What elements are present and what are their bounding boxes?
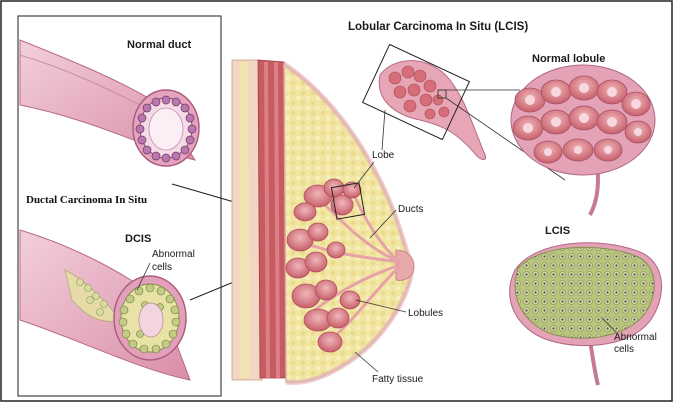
fatty-tissue-label: Fatty tissue [372, 374, 424, 385]
dcis-abnormal-cells-label-1: Abnormal [152, 249, 195, 260]
pectoral-muscle [258, 60, 286, 378]
lcis-label: LCIS [545, 225, 570, 237]
lobe-label: Lobe [372, 150, 395, 161]
lcis-abnormal-cells-label-1: Abnormal [614, 332, 657, 343]
dcis-abnormal-cells-label-2: cells [152, 262, 172, 273]
lobules-label: Lobules [408, 308, 443, 319]
normal-duct-lumen [149, 108, 183, 150]
lcis-abnormal-cell-mass [515, 247, 654, 338]
lcis-abnormal-cells-label-2: cells [614, 344, 634, 355]
dcis-label: DCIS [125, 233, 151, 245]
ducts-label: Ducts [398, 204, 424, 215]
normal-lobule-label: Normal lobule [532, 53, 605, 65]
left-panel: Normal duct Ductal Carcinoma In Situ DCI [18, 16, 221, 396]
dcis-lumen [139, 303, 163, 337]
normal-duct-label: Normal duct [127, 39, 192, 51]
ductal-carcinoma-title: Ductal Carcinoma In Situ [26, 194, 147, 206]
lcis-title: Lobular Carcinoma In Situ (LCIS) [348, 21, 528, 33]
